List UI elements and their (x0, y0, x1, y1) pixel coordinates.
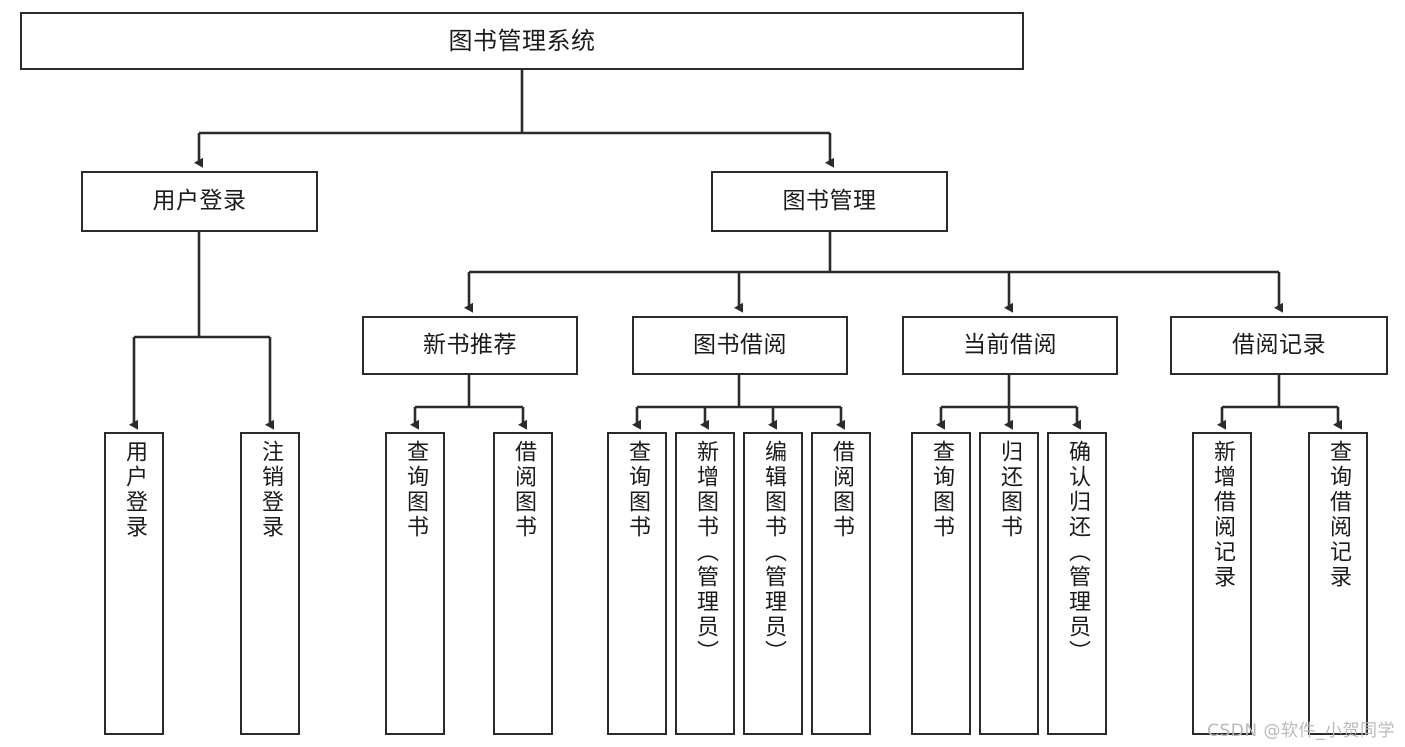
node-label: 确认归还（管理员） (1065, 440, 1090, 665)
node-leaf-user-login[interactable]: 用户登录 (104, 432, 164, 735)
node-label: 借阅图书 (829, 440, 854, 540)
node-label: 用户登录 (152, 187, 247, 214)
node-label: 图书借阅 (693, 331, 787, 358)
node-leaf-borrow-add-book-admin[interactable]: 新增图书（管理员） (675, 432, 735, 735)
node-label: 借阅记录 (1232, 331, 1326, 358)
node-user-login[interactable]: 用户登录 (81, 171, 318, 232)
node-book-borrow[interactable]: 图书借阅 (632, 316, 848, 375)
node-label: 用户登录 (122, 440, 147, 540)
node-label: 编辑图书（管理员） (761, 440, 786, 665)
node-label: 注销登录 (258, 440, 283, 540)
node-leaf-record-search[interactable]: 查询借阅记录 (1308, 432, 1368, 735)
node-new-book-recommend[interactable]: 新书推荐 (362, 316, 578, 375)
node-leaf-record-add[interactable]: 新增借阅记录 (1192, 432, 1252, 735)
node-leaf-borrow-query-book[interactable]: 查询图书 (607, 432, 667, 735)
node-root-book-management-system[interactable]: 图书管理系统 (20, 12, 1024, 70)
node-borrow-record[interactable]: 借阅记录 (1170, 316, 1388, 375)
node-label: 查询图书 (929, 440, 954, 540)
node-label: 图书管理 (782, 187, 877, 214)
node-label: 新增借阅记录 (1210, 440, 1235, 590)
node-label: 查询图书 (403, 440, 428, 540)
node-label: 新书推荐 (423, 331, 517, 358)
node-leaf-current-return-book[interactable]: 归还图书 (979, 432, 1039, 735)
node-label: 新增图书（管理员） (693, 440, 718, 665)
node-label: 归还图书 (997, 440, 1022, 540)
node-leaf-user-logout[interactable]: 注销登录 (240, 432, 300, 735)
node-book-management[interactable]: 图书管理 (711, 171, 948, 232)
node-label: 借阅图书 (511, 440, 536, 540)
node-leaf-recommend-query-book[interactable]: 查询图书 (385, 432, 445, 735)
node-label: 查询借阅记录 (1326, 440, 1351, 590)
node-label: 当前借阅 (963, 331, 1057, 358)
node-current-borrow[interactable]: 当前借阅 (902, 316, 1118, 375)
node-leaf-borrow-do-borrow[interactable]: 借阅图书 (811, 432, 871, 735)
node-leaf-borrow-edit-book-admin[interactable]: 编辑图书（管理员） (743, 432, 803, 735)
node-leaf-current-confirm-return-admin[interactable]: 确认归还（管理员） (1047, 432, 1107, 735)
node-label: 图书管理系统 (448, 26, 596, 55)
csdn-watermark: CSDN @软件_小贺同学 (1207, 721, 1395, 741)
node-leaf-recommend-borrow-book[interactable]: 借阅图书 (493, 432, 553, 735)
node-leaf-current-query-book[interactable]: 查询图书 (911, 432, 971, 735)
node-label: 查询图书 (625, 440, 650, 540)
